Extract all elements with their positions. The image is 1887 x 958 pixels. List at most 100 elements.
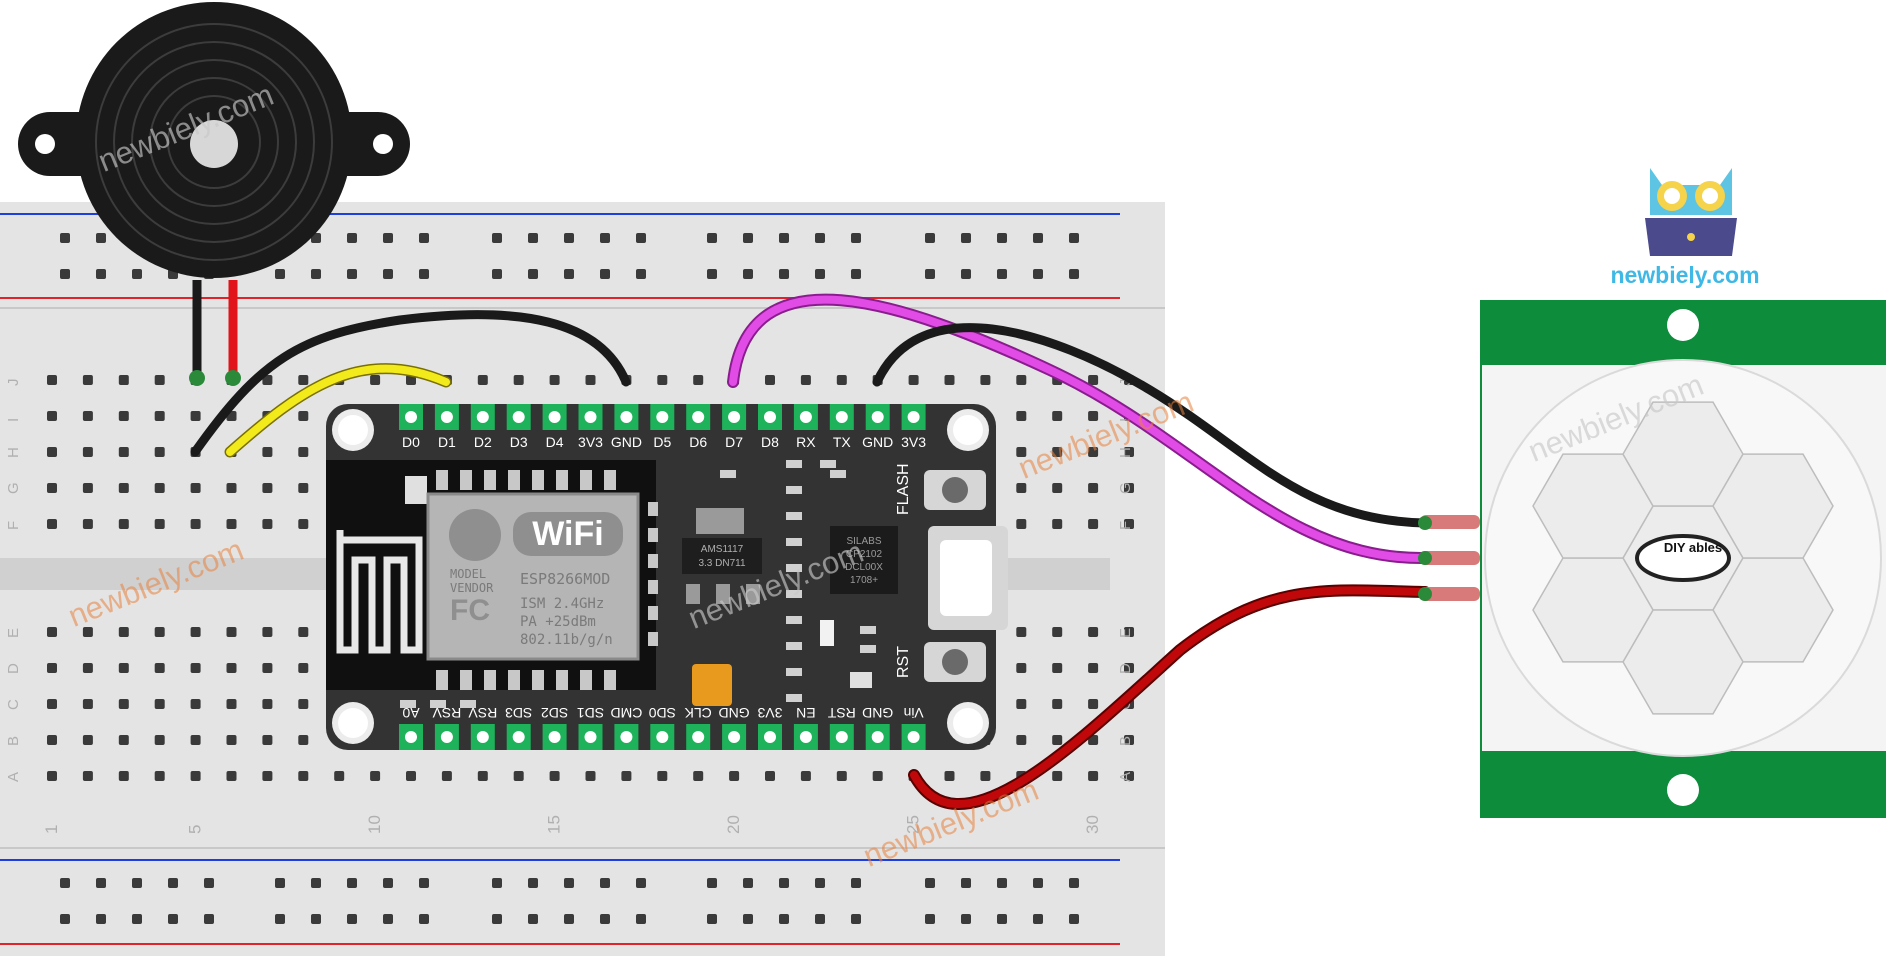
fcc-logo-icon: FC — [450, 594, 490, 627]
breadboard-hole — [872, 771, 883, 781]
pin-label-bottom: SD1 — [577, 705, 604, 721]
breadboard-hole — [298, 735, 309, 745]
rail-hole — [743, 878, 753, 888]
breadboard-hole — [693, 375, 704, 385]
smd-resistor — [786, 694, 802, 702]
pin-hole — [512, 731, 525, 743]
rail-hole — [383, 233, 393, 243]
pin-hole — [476, 411, 489, 423]
breadboard-hole — [1088, 519, 1099, 529]
rst-label: RST — [895, 646, 912, 678]
rail-hole — [815, 914, 825, 924]
breadboard-hole — [118, 483, 129, 493]
breadboard-hole — [262, 483, 273, 493]
rail-hole — [1033, 233, 1043, 243]
pin-hole — [728, 411, 741, 423]
smd-resistor — [786, 512, 802, 520]
pin-label-bottom: CLK — [684, 705, 712, 721]
pin-label-bottom: GND — [719, 705, 750, 721]
breadboard-hole — [1124, 519, 1134, 529]
wire-buzzer-gnd — [190, 310, 631, 457]
wifi-logo-badge — [513, 512, 623, 556]
pin-hole — [835, 731, 848, 743]
svg-text:SILABS: SILABS — [846, 536, 881, 547]
breadboard-hole — [1052, 483, 1063, 493]
breadboard-hole — [262, 699, 273, 709]
breadboard-hole — [477, 771, 488, 781]
breadboard-hole — [513, 375, 524, 385]
wire-pir-gnd — [872, 323, 1430, 528]
smd-resistor — [860, 626, 876, 634]
smd-resistor — [430, 700, 446, 708]
rail-hole — [961, 914, 971, 924]
rail-hole — [600, 269, 610, 279]
pin-label-bottom: SD3 — [505, 705, 532, 721]
breadboard-hole — [800, 375, 811, 385]
breadboard-hole — [1052, 771, 1063, 781]
breadboard-hole — [513, 771, 524, 781]
breadboard-hole — [836, 375, 847, 385]
breadboard-hole — [585, 375, 596, 385]
pin-label-bottom: RST — [827, 705, 855, 721]
pin-hole — [584, 411, 597, 423]
breadboard-hole — [190, 483, 201, 493]
breadboard-hole — [190, 411, 201, 421]
module-pads — [436, 470, 658, 690]
breadboard-hole — [82, 771, 93, 781]
row-letter: E — [5, 628, 22, 638]
row-letter: E — [1117, 628, 1134, 638]
rail-hole — [779, 878, 789, 888]
row-letter: J — [5, 379, 22, 387]
rail-hole — [925, 269, 935, 279]
pin-label-bottom: 3V3 — [757, 705, 782, 721]
breadboard-hole — [1016, 735, 1027, 745]
smd-resistor — [460, 700, 476, 708]
breadboard-hole — [1124, 447, 1134, 457]
espressif-logo-icon — [449, 509, 501, 561]
breadboard-hole — [370, 771, 381, 781]
rail-hole — [419, 878, 429, 888]
rail-hole — [419, 269, 429, 279]
breadboard-hole — [118, 447, 129, 457]
wire-pir-vcc — [910, 586, 1429, 809]
rail-hole — [275, 878, 285, 888]
row-letter: A — [5, 772, 22, 782]
rail-hole — [851, 914, 861, 924]
rail-hole — [383, 914, 393, 924]
breadboard-hole — [118, 411, 129, 421]
column-number: 25 — [904, 815, 923, 834]
row-letter: I — [5, 418, 22, 422]
rail-hole — [997, 233, 1007, 243]
breadboard-hole — [1052, 699, 1063, 709]
pin-hole — [440, 731, 453, 743]
pir-sensor: DIY ables — [1418, 300, 1886, 818]
rst-button-cap — [942, 649, 968, 675]
breadboard-hole — [1088, 699, 1099, 709]
pin-hole — [476, 731, 489, 743]
rail-hole — [707, 233, 717, 243]
breadboard-hole — [82, 699, 93, 709]
breadboard-hole — [1016, 519, 1027, 529]
breadboard-hole — [118, 375, 129, 385]
rail-hole — [132, 878, 142, 888]
pin-hole — [692, 411, 705, 423]
row-letter: F — [1117, 521, 1134, 530]
svg-text:DCL00X: DCL00X — [845, 562, 883, 573]
rail-hole — [997, 878, 1007, 888]
row-letter: D — [5, 663, 22, 674]
breadboard-hole — [262, 627, 273, 637]
smd-resistor — [786, 590, 802, 598]
breadboard-hole — [82, 483, 93, 493]
regulator-code: 3.3 DN711 — [698, 558, 746, 569]
owl-mascot-logo — [1645, 168, 1737, 256]
breadboard-hole — [154, 447, 165, 457]
breadboard-hole — [1016, 483, 1027, 493]
wires — [189, 293, 1431, 811]
breadboard-hole — [1088, 375, 1099, 385]
rail-hole — [851, 878, 861, 888]
breadboard-hole — [298, 483, 309, 493]
breadboard-hole — [190, 699, 201, 709]
breadboard-hole — [82, 627, 93, 637]
